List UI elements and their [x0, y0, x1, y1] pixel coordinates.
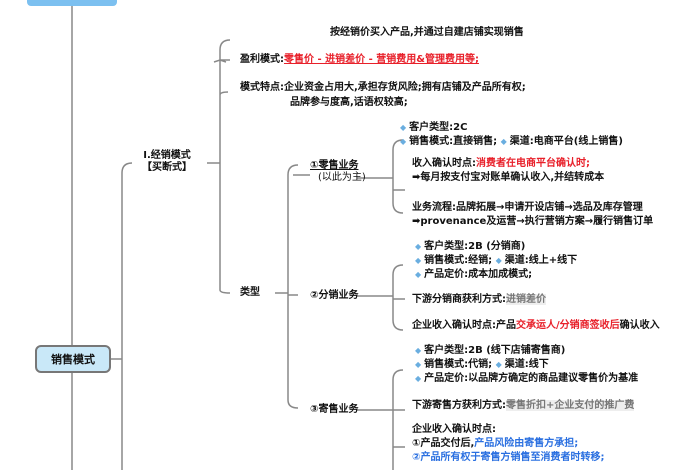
diamond-icon: ◆ [415, 242, 422, 251]
profit-label: 盈利模式: [240, 54, 284, 65]
cons-mode: ◆销售模式:代销; ◆渠道:线下 [415, 359, 549, 371]
branch-label: I.经销模式 [143, 150, 191, 161]
diamond-icon: ◆ [495, 256, 502, 265]
features-line2: 品牌参与度高,话语权较高; [290, 97, 408, 108]
features-line1: 模式特点:企业资金占用大,承担存货风险;拥有店铺及产品所有权; [240, 82, 526, 93]
dist-profit: 下游分销商获利方式:进销差价 [412, 294, 546, 306]
retail-label[interactable]: ①零售业务(以此为主) [310, 160, 366, 184]
retail-revenue-2: ➡每月按支付宝对账单确认收入,并结转成本 [412, 172, 605, 183]
text: 产品定价:成本加成模式; [424, 269, 533, 280]
root-node[interactable]: 销售模式 [35, 345, 111, 373]
cons-profit: 下游寄售方获利方式:零售折扣+企业支付的推广费 [412, 400, 635, 412]
text: 渠道:线上+线下 [504, 255, 578, 266]
dist-customer: ◆客户类型:2B (分销商) [415, 241, 525, 253]
text: ①产品交付后, [412, 438, 475, 449]
profit-formula: 零售价 - 进销差价 - 营销费用&管理费用等; [284, 54, 479, 65]
text: 客户类型:2B (线下店铺寄售商) [424, 345, 566, 356]
text: 产品定价:以品牌方确定的商品建议零售价为基准 [424, 373, 639, 384]
branch-sub: 【买断式】 [142, 162, 192, 173]
retail-flow-2: ➡provenance及运营→执行营销方案→履行销售订单 [412, 216, 654, 227]
branch-distribution-mode[interactable]: I.经销模式【买断式】 [142, 150, 192, 174]
text: 客户类型:2C [409, 122, 468, 133]
text: 零售折扣+企业支付的推广费 [506, 400, 635, 411]
text: 下游寄售方获利方式: [412, 400, 506, 411]
cons-revenue: 企业收入确认时点: [412, 424, 496, 435]
text: 销售模式:直接销售; [409, 136, 498, 147]
text: 销售模式:经销; [424, 255, 493, 266]
diamond-icon: ◆ [415, 346, 422, 355]
cons-customer: ◆客户类型:2B (线下店铺寄售商) [415, 345, 565, 357]
concept-text: 按经销价买入产品,并通过自建店铺实现销售 [330, 27, 524, 38]
profit-model: 盈利模式:零售价 - 进销差价 - 营销费用&管理费用等; [240, 54, 479, 66]
retail-customer: ◆客户类型:2C [400, 122, 467, 134]
types-label[interactable]: 类型 [240, 287, 260, 298]
text: 销售模式:代销; [424, 359, 493, 370]
retail-mode: ◆销售模式:直接销售; ◆渠道:电商平台(线上销售) [400, 136, 623, 148]
diamond-icon: ◆ [415, 270, 422, 279]
diamond-icon: ◆ [495, 360, 502, 369]
dist-mode: ◆销售模式:经销; ◆渠道:线上+线下 [415, 255, 577, 267]
text: 消费者在电商平台确认时; [476, 158, 590, 169]
diamond-icon: ◆ [415, 256, 422, 265]
consignment-label[interactable]: ③寄售业务 [310, 404, 359, 415]
dist-pricing: ◆产品定价:成本加成模式; [415, 269, 532, 281]
text: 下游分销商获利方式: [412, 294, 506, 305]
diamond-icon: ◆ [400, 123, 407, 132]
distribution-label[interactable]: ②分销业务 [310, 290, 359, 301]
cons-pricing: ◆产品定价:以品牌方确定的商品建议零售价为基准 [415, 373, 638, 385]
retail-sub: (以此为主) [318, 172, 366, 183]
retail-title: ①零售业务 [310, 160, 359, 171]
text: 确认收入 [619, 320, 660, 331]
diamond-icon: ◆ [400, 137, 407, 146]
text: 客户类型:2B (分销商) [424, 241, 526, 252]
text: 进销差价 [506, 294, 546, 305]
retail-flow-1: 业务流程:品牌拓展→申请开设店铺→选品及库存管理 [412, 202, 643, 213]
diamond-icon: ◆ [500, 137, 507, 146]
text: 产品风险由寄售方承担; [474, 438, 579, 449]
text: 渠道:线下 [504, 359, 549, 370]
dist-revenue: 企业收入确认时点:产品交承运人/分销商签收后确认收入 [412, 320, 660, 332]
diamond-icon: ◆ [415, 374, 422, 383]
retail-revenue: 收入确认时点:消费者在电商平台确认时; [412, 158, 590, 170]
root-label: 销售模式 [51, 353, 95, 366]
diamond-icon: ◆ [415, 360, 422, 369]
text: 交承运人/分销商签收后 [516, 320, 620, 331]
cons-revenue-1: ①产品交付后,产品风险由寄售方承担; [412, 438, 578, 450]
text: 渠道:电商平台(线上销售) [509, 136, 623, 147]
text: 收入确认时点: [412, 158, 476, 169]
text: 企业收入确认时点:产品 [412, 320, 516, 331]
cons-revenue-2: ②产品所有权于寄售方销售至消费者时转移; [412, 452, 605, 463]
